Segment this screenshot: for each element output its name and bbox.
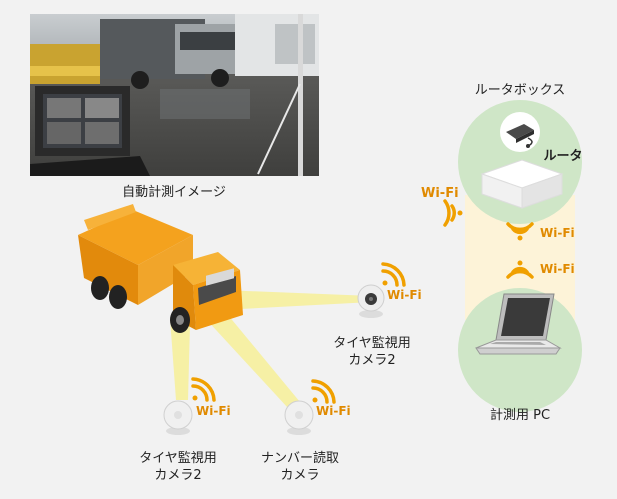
camera-1-icon: [357, 284, 385, 318]
router-label: ルータ: [543, 149, 583, 164]
site-photo: [30, 14, 319, 176]
router-box-title: ルータボックス: [474, 83, 566, 98]
wifi-label-pc-up: Wi-Fi: [540, 262, 575, 276]
wifi-label-router-left: Wi-Fi: [421, 186, 459, 201]
wifi-icon-router-down: [506, 222, 534, 241]
router-box-icon: [480, 159, 564, 209]
wifi-icon-pc-up: [506, 260, 534, 279]
pc-label: 計測用 PC: [489, 408, 551, 423]
camera-1-label-line2: カメラ2: [348, 353, 396, 368]
camera-3-label-line1: ナンバー読取: [260, 451, 339, 466]
camera-3-label-line2: カメラ: [280, 468, 320, 483]
laptop-icon: [475, 293, 562, 355]
wifi-icon-camera-3: [311, 379, 336, 404]
wifi-icon-router-left: [443, 199, 463, 227]
router-icon: [500, 112, 540, 152]
camera-2-label-line2: カメラ2: [154, 468, 202, 483]
camera-3-icon: [284, 400, 314, 435]
camera-1-label: タイヤ監視用 カメラ2: [312, 335, 432, 369]
dump-truck-icon: [78, 204, 243, 333]
wifi-label-camera-2: Wi-Fi: [196, 404, 231, 418]
camera-2-icon: [163, 400, 193, 435]
camera-3-label: ナンバー読取 カメラ: [240, 450, 360, 484]
wifi-label-router-down: Wi-Fi: [540, 226, 575, 240]
camera-2-label: タイヤ監視用 カメラ2: [118, 450, 238, 484]
camera-1-label-line1: タイヤ監視用: [333, 336, 411, 351]
photo-caption: 自動計測イメージ: [122, 185, 226, 200]
wifi-icon-camera-2: [191, 377, 216, 402]
camera-2-label-line1: タイヤ監視用: [139, 451, 217, 466]
wifi-icon-camera-1: [381, 262, 406, 287]
wifi-label-camera-3: Wi-Fi: [316, 404, 351, 418]
wifi-label-camera-1: Wi-Fi: [387, 288, 422, 302]
